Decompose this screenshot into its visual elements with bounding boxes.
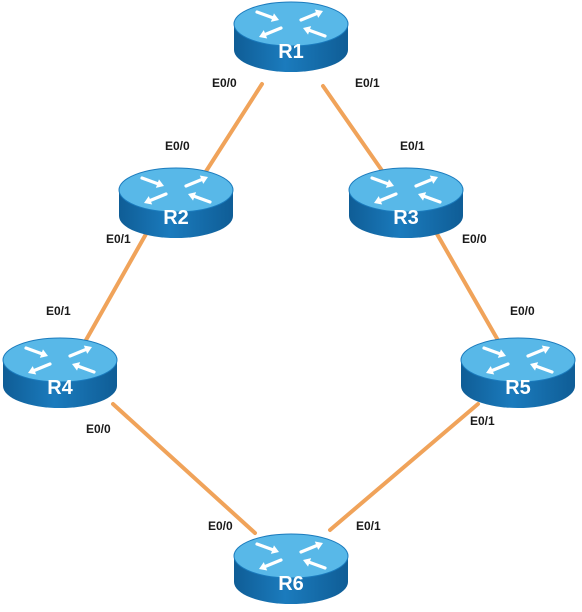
router-top [2,337,118,383]
interface-label-r3: E0/0 [462,232,487,246]
router-icon [24,345,96,375]
interface-label-r2: E0/0 [165,139,190,153]
router-icon [255,541,327,571]
interface-label-r6: E0/1 [356,519,381,533]
interface-label-r6: E0/0 [208,519,233,533]
router-label-r3: R3 [393,207,419,229]
link-r3-r5 [435,232,501,344]
links-layer [84,82,501,535]
interface-label-r4: E0/1 [46,304,71,318]
router-label-r5: R5 [505,377,531,399]
router-r4: R4 [2,337,118,408]
interface-label-r5: E0/0 [510,304,535,318]
router-r2: R2 [118,167,234,238]
router-icon [255,9,327,39]
link-r1-r3 [321,84,385,174]
link-r4-r6 [111,402,257,535]
router-label-r6: R6 [278,573,304,595]
interface-label-r5: E0/1 [470,414,495,428]
link-r1-r2 [201,82,264,178]
router-r6: R6 [233,533,349,604]
interface-label-r1: E0/1 [355,76,380,90]
router-r5: R5 [460,337,576,408]
interface-label-r1: E0/0 [212,76,237,90]
link-r5-r6 [328,402,480,532]
router-label-r2: R2 [163,207,189,229]
router-top [348,167,464,213]
router-label-r4: R4 [47,377,73,399]
router-top [460,337,576,383]
router-r3: R3 [348,167,464,238]
router-icon [482,345,554,375]
interface-labels-layer: E0/0E0/0E0/1E0/1E0/1E0/1E0/0E0/0E0/0E0/0… [46,76,535,533]
router-icon [370,175,442,205]
interface-label-r2: E0/1 [106,232,131,246]
link-r2-r4 [84,232,148,342]
router-top [233,533,349,579]
router-top [233,1,349,47]
router-r1: R1 [233,1,349,72]
router-icon [140,175,212,205]
router-label-r1: R1 [278,41,304,63]
interface-label-r3: E0/1 [400,139,425,153]
router-top [118,167,234,213]
interface-label-r4: E0/0 [86,422,111,436]
